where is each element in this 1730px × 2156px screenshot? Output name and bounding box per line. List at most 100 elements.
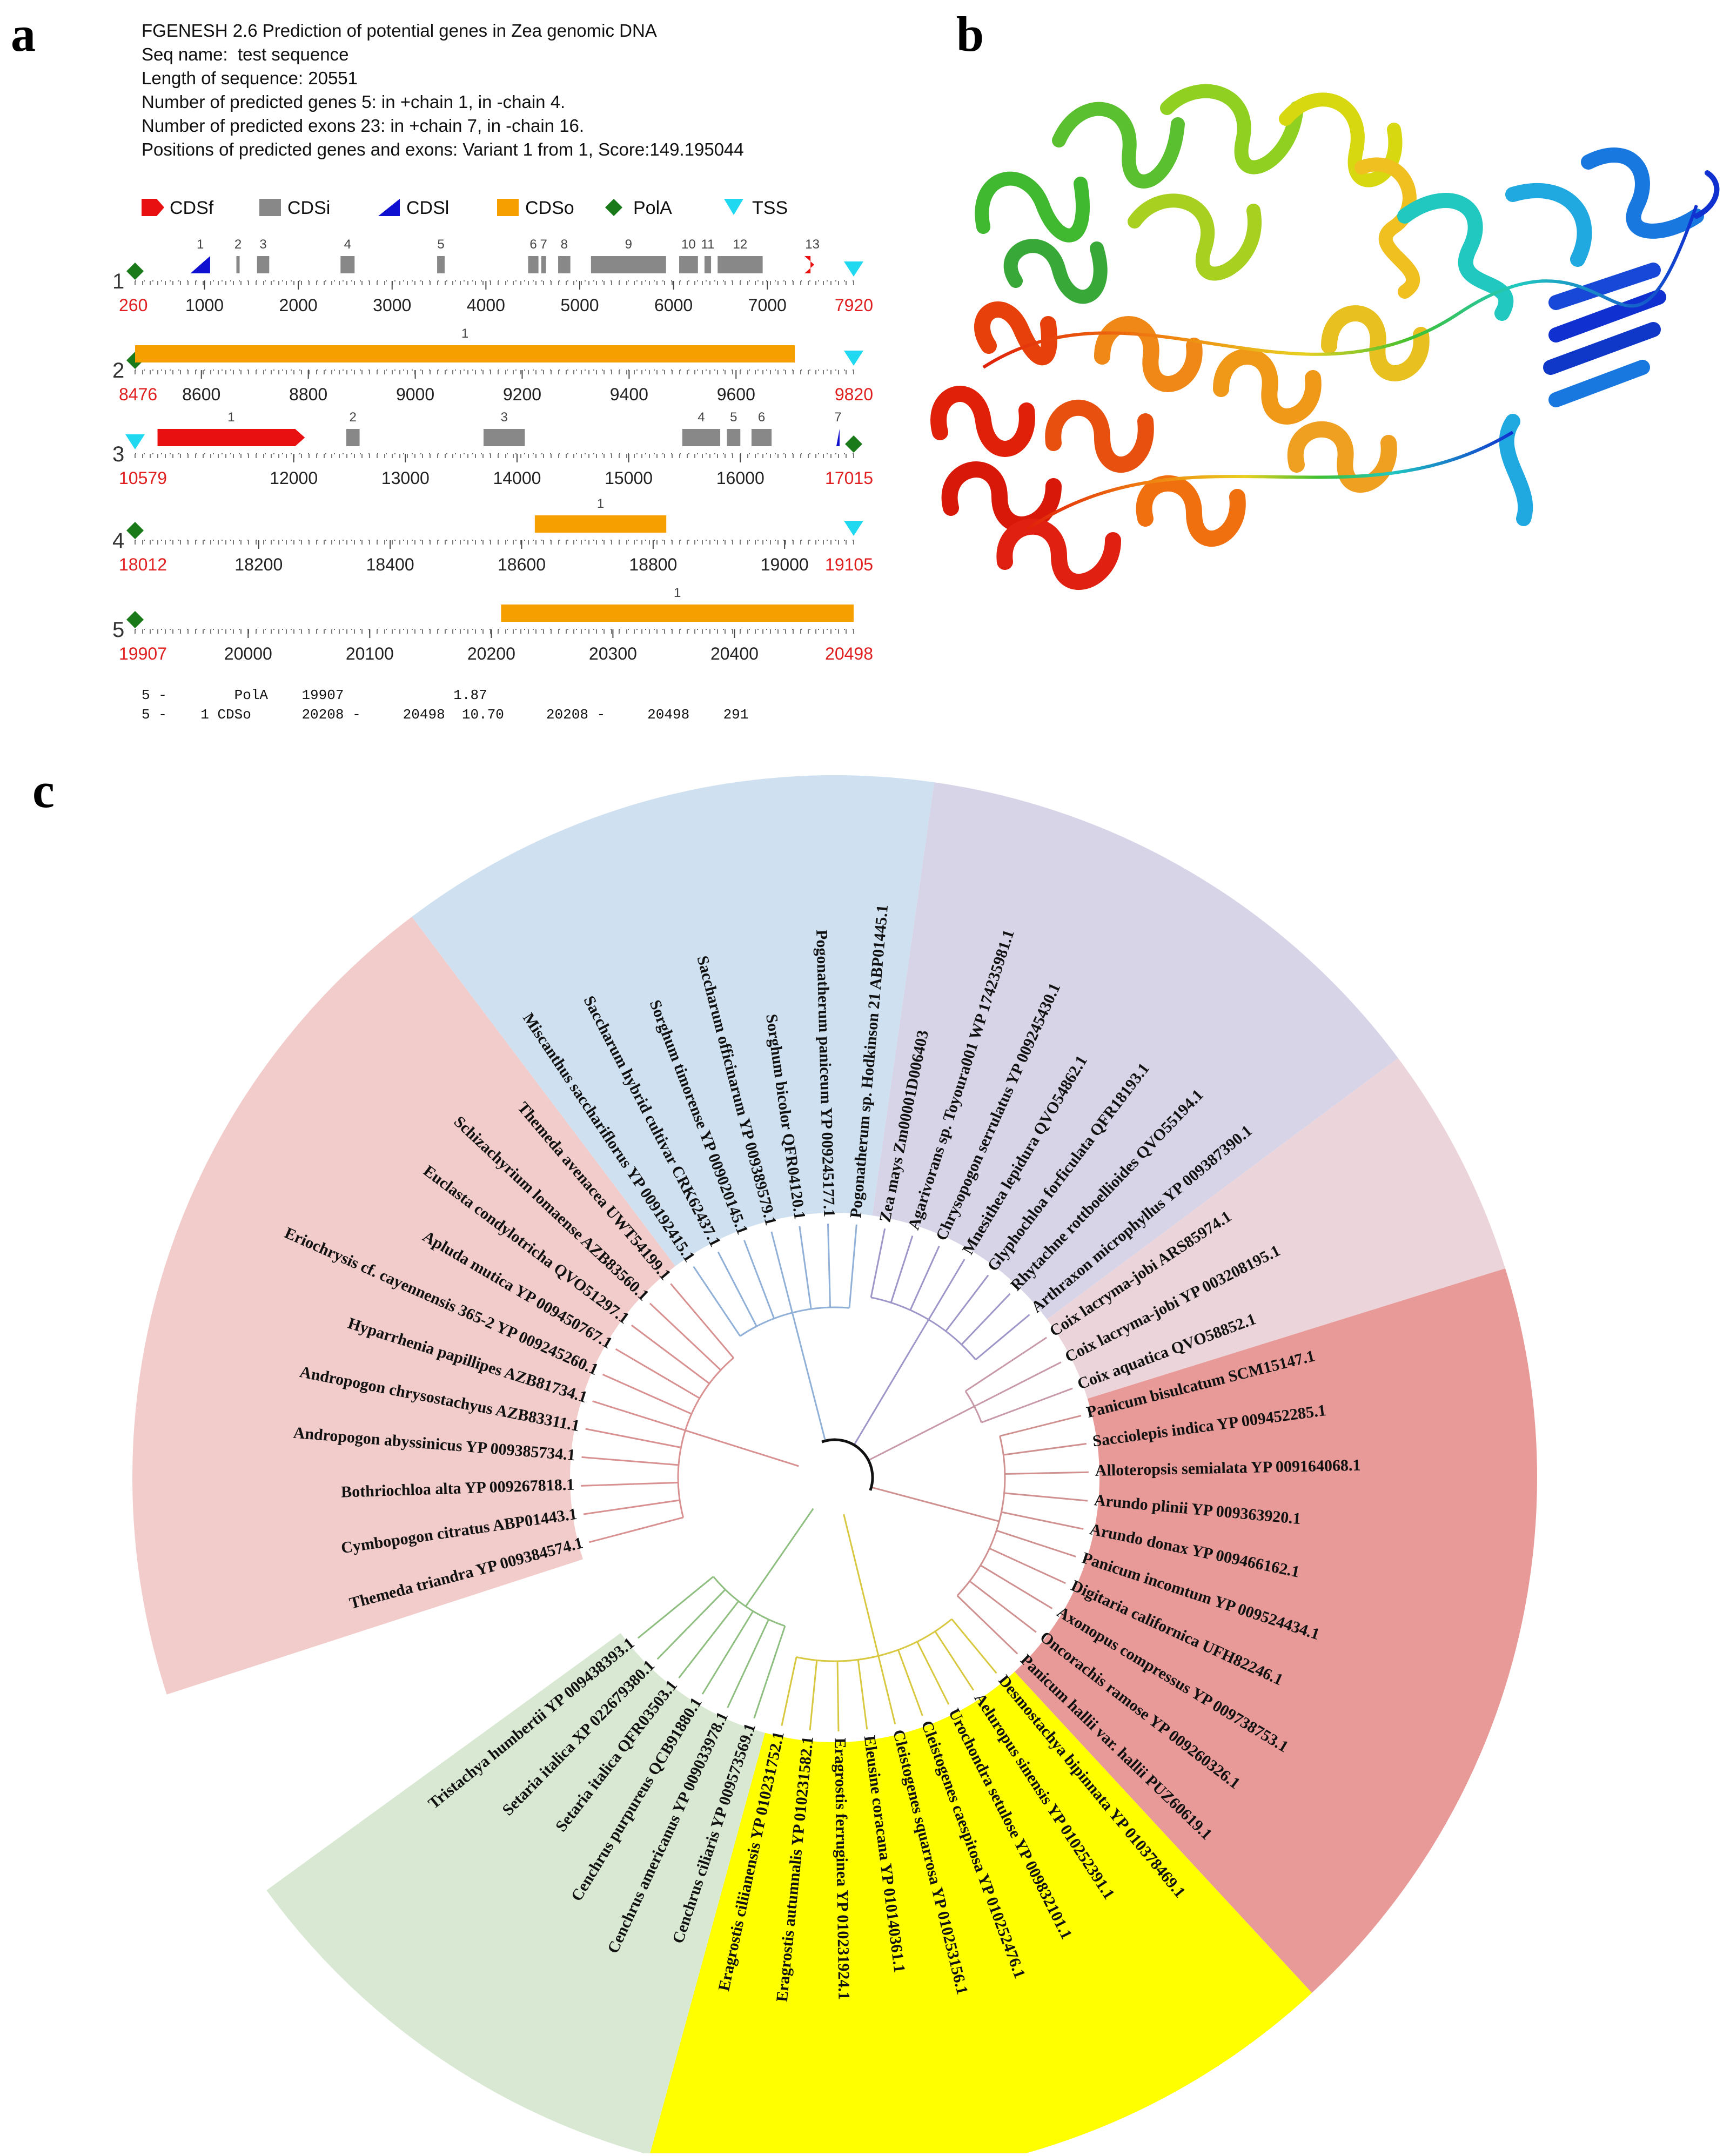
tree-branch — [631, 1324, 710, 1385]
exon-cdsi — [558, 256, 571, 273]
tree-branch — [693, 1266, 741, 1337]
tree-branch — [870, 1228, 886, 1298]
tree-branch — [1069, 1498, 1088, 1502]
exon-cdsi — [751, 429, 772, 446]
axis-tick-label: 18200 — [234, 555, 283, 574]
tree-branch — [696, 1576, 714, 1591]
exon-number: 1 — [197, 237, 204, 252]
tree-branch — [1028, 1566, 1066, 1584]
tree-branch — [993, 1361, 1062, 1398]
axis-tick-label: 18600 — [498, 555, 546, 574]
tree-branch — [980, 1564, 1037, 1600]
tree-branch — [635, 1481, 679, 1485]
clade-sector-salmon — [132, 917, 675, 1695]
tree-branch — [585, 1428, 681, 1448]
exon-cdsi — [257, 256, 270, 273]
legend-label-cdsl: CDSl — [406, 198, 449, 218]
tree-branch — [871, 1486, 1000, 1522]
axis-tick-label: 7000 — [748, 295, 787, 315]
tree-root — [821, 1438, 874, 1491]
tree-branch — [843, 1514, 880, 1656]
exon-cdsi — [346, 429, 360, 446]
tree-branch — [965, 1336, 1047, 1392]
legend-label-cdsf: CDSf — [170, 198, 214, 218]
track-start-label: 18012 — [119, 555, 167, 574]
legend-label-tss: TSS — [752, 198, 788, 218]
exon-cdsi — [682, 429, 721, 446]
leaf-label: Eragrostis ferruginea YP 010231924.1 — [831, 1738, 853, 2000]
tree-branch — [678, 1651, 700, 1678]
axis-tick-label: 20400 — [710, 644, 759, 663]
tree-branch — [1004, 1492, 1069, 1500]
exon-number: 1 — [674, 586, 681, 600]
tree-branch — [698, 1601, 740, 1653]
tree-branch — [743, 1240, 760, 1279]
circular-phylogenetic-tree: Themeda triandra YP 009384574.1Cymbopogo… — [132, 775, 1537, 2156]
tree-branch — [860, 1681, 868, 1730]
tree-branch — [836, 1661, 839, 1704]
tree-branch — [753, 1626, 786, 1719]
predicted-genes: Number of predicted genes 5: in +chain 1… — [142, 92, 566, 112]
cdsf-arrow-icon — [142, 199, 164, 216]
exon-cdsi — [591, 256, 666, 273]
tree-branch — [946, 1649, 975, 1691]
exon-number: 1 — [227, 410, 234, 425]
exon-number: 5 — [730, 410, 737, 425]
tree-branch — [852, 1224, 857, 1265]
tree-branch — [1008, 1314, 1030, 1333]
axis-tick-label: 9600 — [717, 385, 755, 404]
tree-branch — [916, 1641, 937, 1681]
tree-branch — [837, 1704, 840, 1731]
pola-marker — [126, 522, 144, 539]
track-number: 5 — [112, 618, 124, 642]
exon-cdso — [501, 605, 854, 622]
tree-branch — [989, 1547, 1029, 1567]
axis-tick-label: 20000 — [224, 644, 272, 663]
tree-branch — [704, 1354, 721, 1371]
exon-number: 6 — [758, 410, 765, 425]
exon-number: 13 — [805, 237, 820, 252]
exon-cdsl — [836, 429, 840, 446]
tree-branch — [972, 1610, 1018, 1655]
axis-tick-label: 12000 — [270, 468, 318, 488]
axis-tick-label: 4000 — [467, 295, 505, 315]
exon-cdsi — [679, 256, 698, 273]
exon-number: 8 — [561, 237, 568, 252]
tree-branch — [868, 1406, 975, 1461]
track-end-label: 20498 — [825, 644, 873, 663]
exon-number: 1 — [597, 496, 604, 511]
fgenesh-title: FGENESH 2.6 Prediction of potential gene… — [142, 21, 657, 41]
tree-branch — [809, 1660, 818, 1725]
tree-branch — [602, 1373, 653, 1398]
exon-cdsi — [437, 256, 445, 273]
track-start-label: 8476 — [119, 385, 157, 404]
axis-tick-label: 20200 — [467, 644, 515, 663]
track-start-label: 19907 — [119, 644, 167, 663]
track-start-label: 10579 — [119, 468, 167, 488]
protein-ribbon-icon — [930, 84, 1720, 590]
tree-branch — [583, 1502, 659, 1515]
clade-sector-yellow — [649, 1671, 1312, 2156]
panel-letter-c: c — [32, 763, 55, 818]
tree-branch — [581, 1456, 614, 1461]
tree-branch — [1004, 1472, 1048, 1475]
tree-branch — [920, 1710, 923, 1716]
tss-marker — [844, 351, 863, 366]
exon-number: 3 — [259, 237, 266, 252]
exon-number: 2 — [349, 410, 356, 425]
tree-branch — [652, 1395, 692, 1415]
track-end-label: 19105 — [825, 555, 873, 574]
axis-tick-label: 9000 — [396, 385, 434, 404]
seq-name: Seq name: test sequence — [142, 44, 349, 64]
axis-tick-label: 9200 — [503, 385, 541, 404]
positions-score: Positions of predicted genes and exons: … — [142, 139, 744, 159]
track-start-label: 260 — [119, 295, 147, 315]
tree-branch — [799, 1226, 812, 1309]
exon-cdsi — [528, 256, 539, 273]
tree-branch — [658, 1499, 680, 1505]
tree-branch — [956, 1595, 974, 1611]
tree-branch — [934, 1630, 948, 1650]
tree-branch — [581, 1483, 635, 1487]
exon-number: 4 — [698, 410, 705, 425]
